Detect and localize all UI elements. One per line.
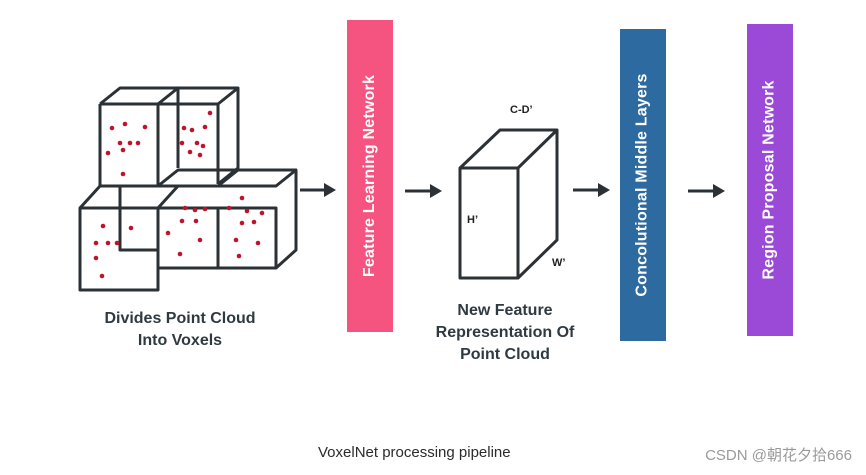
stage-label: Feature Learning Network <box>361 74 378 278</box>
feature-caption-line: New Feature <box>457 302 553 319</box>
cloud-point <box>120 147 126 153</box>
cloud-point <box>189 127 195 133</box>
cloud-point <box>165 230 171 236</box>
height-label: H’ <box>467 214 478 226</box>
arrow-3 <box>573 183 610 197</box>
feature-caption-line: Point Cloud <box>460 346 550 363</box>
arrow-4 <box>688 184 725 198</box>
cloud-point <box>236 253 242 259</box>
cloud-point <box>259 210 265 216</box>
cloud-point <box>122 121 128 127</box>
cloud-point <box>182 205 188 211</box>
cloud-point <box>128 225 134 231</box>
cloud-point <box>193 218 199 224</box>
cloud-point <box>100 223 106 229</box>
cloud-point <box>114 240 120 246</box>
cloud-point <box>192 207 198 213</box>
cloud-point <box>233 237 239 243</box>
cloud-point <box>202 124 208 130</box>
stage-label: Concolutional Middle Layers <box>634 73 651 297</box>
feature-caption-line: Representation Of <box>435 324 575 341</box>
watermark: CSDN @朝花夕拾666 <box>705 447 852 464</box>
cloud-point <box>202 206 208 212</box>
cloud-point <box>197 237 203 243</box>
cloud-point <box>226 205 232 211</box>
cloud-point <box>93 240 99 246</box>
cloud-point <box>105 150 111 156</box>
cloud-point <box>239 195 245 201</box>
stage-convolutional-middle-layers: Concolutional Middle Layers <box>620 29 666 341</box>
voxel-grid <box>78 86 298 292</box>
voxel-points <box>93 110 265 279</box>
stage-region-proposal-network: Region Proposal Network <box>747 24 793 336</box>
feature-cuboid <box>458 128 559 280</box>
cloud-point <box>197 152 203 158</box>
cloud-point <box>99 273 105 279</box>
cloud-point <box>255 240 261 246</box>
cloud-point <box>207 110 213 116</box>
cloud-point <box>179 218 185 224</box>
cloud-point <box>105 240 111 246</box>
cloud-point <box>181 125 187 131</box>
cloud-point <box>194 140 200 146</box>
arrow-2 <box>405 184 442 198</box>
cloud-point <box>179 140 185 146</box>
cloud-point <box>239 220 245 226</box>
cloud-point <box>187 149 193 155</box>
voxel-caption-line: Divides Point Cloud <box>104 310 256 327</box>
cloud-point <box>142 124 148 130</box>
cloud-point <box>200 143 206 149</box>
cloud-point <box>120 171 126 177</box>
cloud-point <box>127 140 133 146</box>
width-label: W’ <box>552 257 566 269</box>
arrow-1 <box>300 183 336 197</box>
stage-label: Region Proposal Network <box>761 80 779 280</box>
feature-caption: New Feature Representation Of Point Clou… <box>405 300 605 366</box>
voxel-caption-line: Into Voxels <box>137 332 223 349</box>
voxel-caption: Divides Point Cloud Into Voxels <box>60 308 300 352</box>
cloud-point <box>109 125 115 131</box>
figure-caption: VoxelNet processing pipeline <box>318 444 511 461</box>
cloud-point <box>251 219 257 225</box>
cloud-point <box>93 255 99 261</box>
cloud-point <box>244 208 250 214</box>
cloud-point <box>117 140 123 146</box>
depth-label: C-D’ <box>510 104 533 116</box>
cloud-point <box>135 140 141 146</box>
cloud-point <box>177 251 183 257</box>
stage-feature-learning-network: Feature Learning Network <box>347 20 393 332</box>
